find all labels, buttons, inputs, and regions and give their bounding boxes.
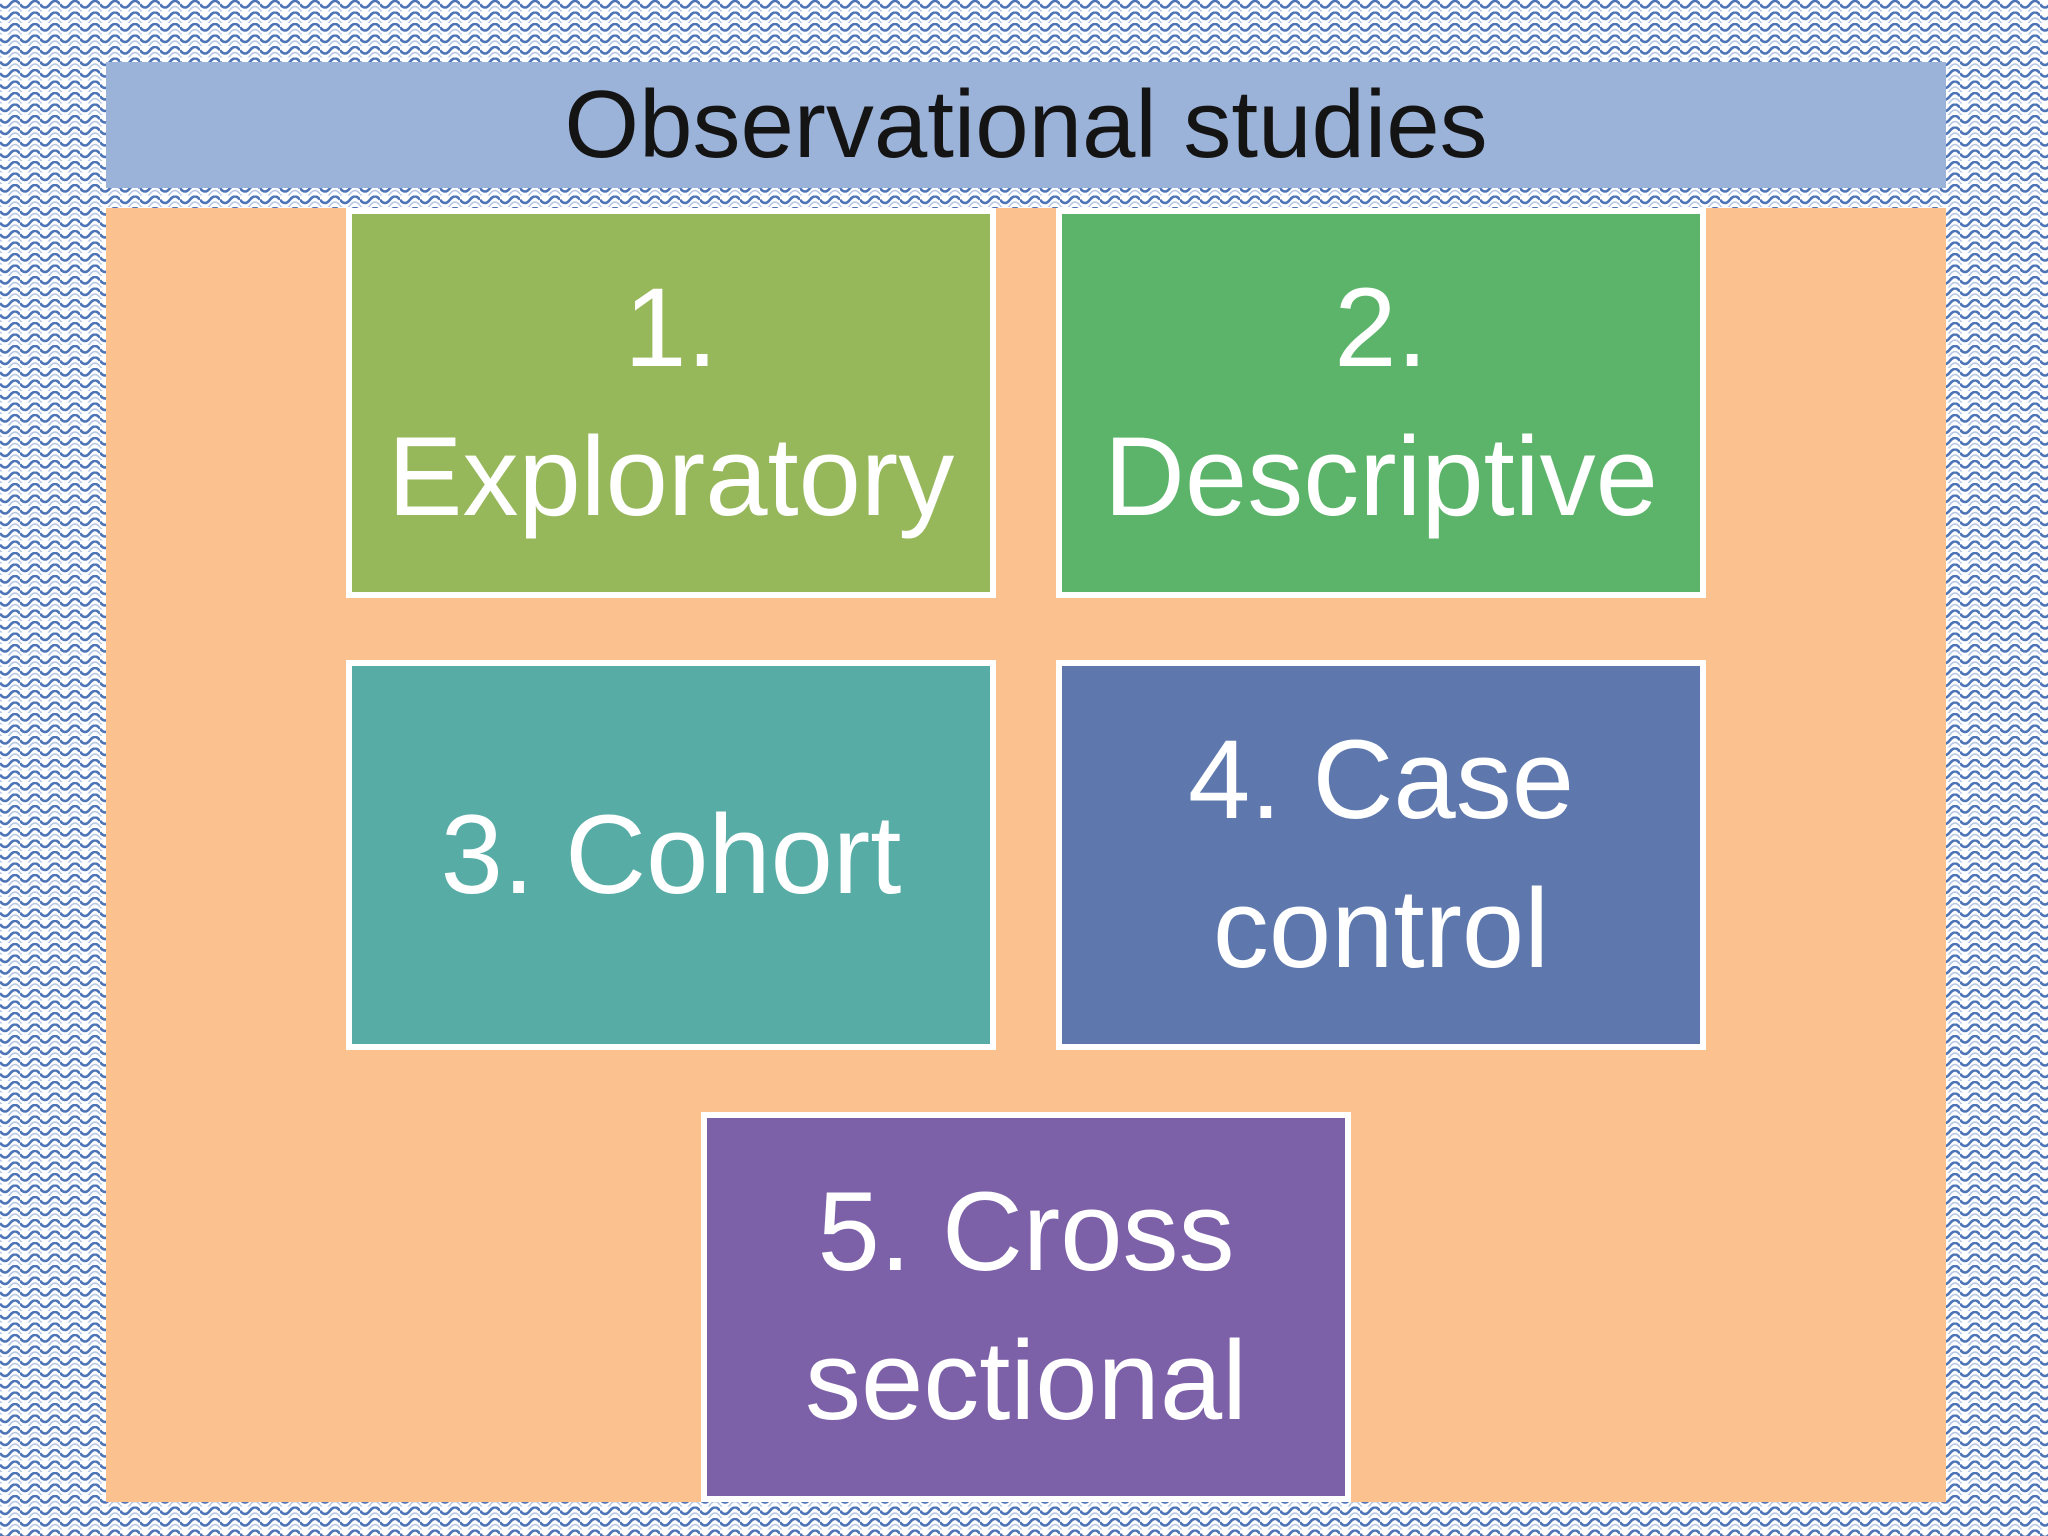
content-panel: 1. Exploratory 2. Descriptive 3. Cohort …	[106, 208, 1946, 1502]
title-bar: Observational studies	[106, 62, 1946, 188]
box-label: 2. Descriptive	[1104, 265, 1658, 539]
box-descriptive: 2. Descriptive	[1056, 208, 1706, 598]
box-cohort: 3. Cohort	[346, 660, 996, 1050]
box-label: 5. Cross sectional	[804, 1169, 1248, 1443]
box-label: 4. Case control	[1188, 717, 1574, 991]
box-label: 1. Exploratory	[387, 265, 955, 539]
box-case-control: 4. Case control	[1056, 660, 1706, 1050]
box-exploratory: 1. Exploratory	[346, 208, 996, 598]
slide-title: Observational studies	[564, 71, 1488, 178]
box-cross-sectional: 5. Cross sectional	[701, 1112, 1351, 1502]
box-label: 3. Cohort	[440, 791, 902, 917]
